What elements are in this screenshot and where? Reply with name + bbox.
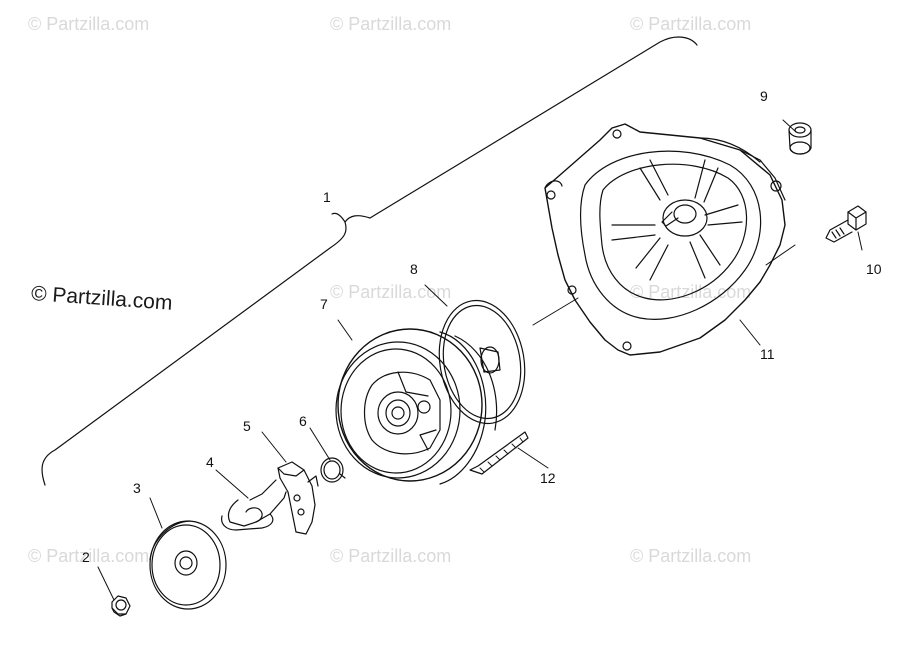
assembly-bracket-hook xyxy=(331,212,346,223)
recoil-pulley xyxy=(335,328,498,485)
callout-2: 2 xyxy=(82,549,90,565)
watermark: © Partzilla.com xyxy=(630,14,752,34)
callout-3: 3 xyxy=(133,480,141,496)
rewind-spring xyxy=(438,299,526,425)
watermark: © Partzilla.com xyxy=(330,282,452,302)
hex-nut xyxy=(111,595,131,617)
watermark: © Partzilla.com xyxy=(630,546,752,566)
assembly-bracket xyxy=(41,36,698,486)
bolt xyxy=(825,205,867,243)
callout-9: 9 xyxy=(760,88,768,104)
callout-11: 11 xyxy=(760,346,775,362)
callout-1: 1 xyxy=(323,189,331,205)
watermark: © Partzilla.com xyxy=(330,14,452,34)
watermark: © Partzilla.com xyxy=(630,282,752,302)
retainer-plate xyxy=(149,520,227,610)
callout-8: 8 xyxy=(410,261,418,277)
leader-lines xyxy=(97,119,863,601)
callout-10: 10 xyxy=(866,261,882,277)
recoil-housing xyxy=(544,123,786,356)
ratchet-pawl xyxy=(277,461,319,535)
callout-6: 6 xyxy=(299,413,307,429)
pawl-spring xyxy=(221,479,287,531)
callout-5: 5 xyxy=(243,418,251,434)
starter-rope xyxy=(469,431,529,475)
watermark: © Partzilla.com xyxy=(28,546,150,566)
callout-7: 7 xyxy=(320,296,328,312)
bushing xyxy=(788,122,812,155)
friction-spring xyxy=(320,457,346,483)
watermark: © Partzilla.com xyxy=(28,14,150,34)
callout-4: 4 xyxy=(206,454,214,470)
watermark: © Partzilla.com xyxy=(330,546,452,566)
callout-12: 12 xyxy=(540,470,556,486)
